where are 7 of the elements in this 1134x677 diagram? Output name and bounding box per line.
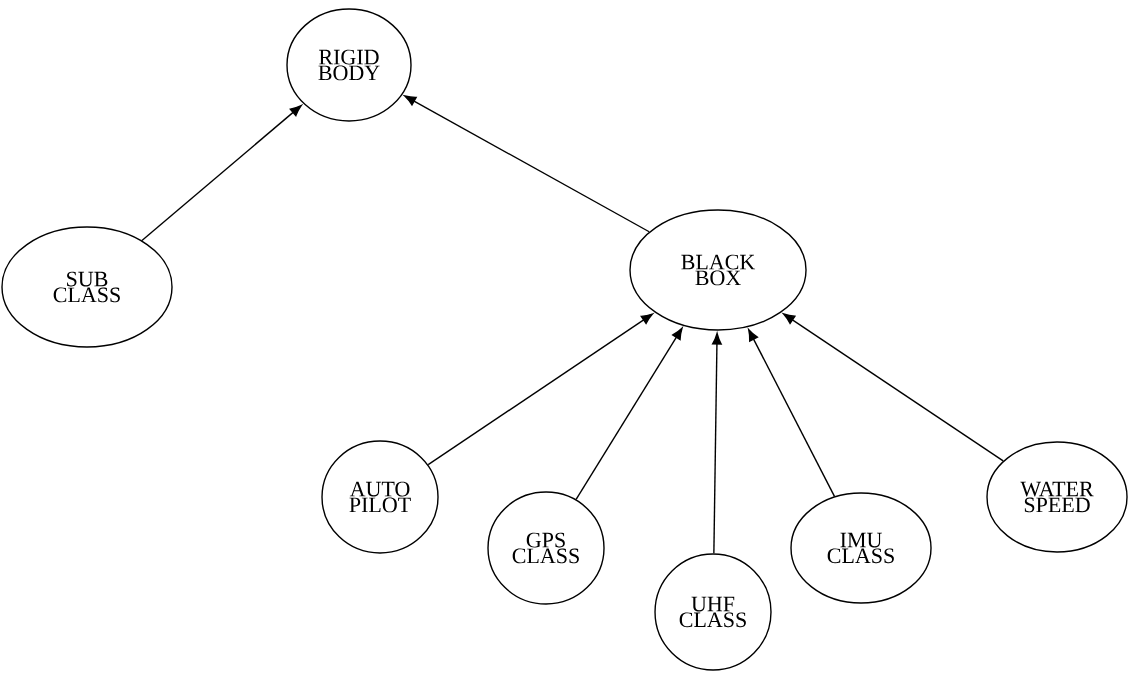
arrow: [783, 313, 1004, 462]
arrow: [575, 327, 683, 501]
arrow: [711, 332, 722, 554]
arrow: [141, 104, 302, 242]
arrow: [404, 95, 650, 233]
arrow: [748, 329, 836, 498]
arrow: [427, 313, 654, 466]
